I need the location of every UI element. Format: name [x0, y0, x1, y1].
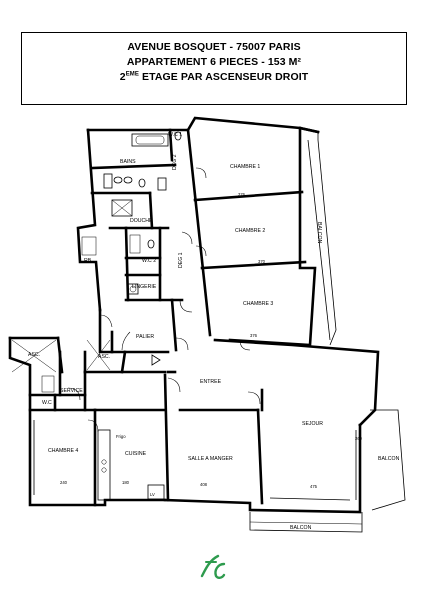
- label-entree: ENTREE: [200, 379, 222, 385]
- label-wc-2: W.C 2: [142, 258, 156, 264]
- apartment-line: APPARTEMENT 6 PIECES - 153 M²: [126, 56, 302, 68]
- label-chambre-3: CHAMBRE 3: [243, 301, 273, 307]
- label-douche: DOUCHE: [130, 218, 153, 224]
- label-balcon-1: BALCON: [316, 222, 322, 244]
- label-rb: RB: [84, 258, 92, 264]
- label-frigo: Frigo: [116, 434, 126, 439]
- dim-sejour-side: 260: [355, 436, 363, 441]
- logo-mark-icon: [200, 554, 226, 579]
- label-sejour: SEJOUR: [302, 421, 323, 427]
- label-balcon-3: BALCON: [290, 525, 312, 531]
- dim-chambre-3: 376: [250, 333, 258, 338]
- floor-description: ETAGE PAR ASCENSEUR DROIT: [139, 71, 309, 83]
- floor-number: 2: [119, 71, 126, 83]
- dim-chambre-2: 370: [258, 259, 266, 264]
- label-lingerie: LINGERIE: [132, 284, 157, 290]
- floor-line: 2EME ETAGE PAR ASCENSEUR DROIT: [22, 70, 406, 85]
- label-wc-3: W.C: [42, 400, 52, 406]
- dim-sejour: 475: [310, 484, 318, 489]
- label-bains: BAINS: [120, 159, 136, 165]
- dimensions: 376 240 180 408 475 260 370 376: [60, 192, 363, 489]
- label-chambre-2: CHAMBRE 2: [235, 228, 265, 234]
- label-deg-1: DEG 1: [178, 252, 184, 268]
- label-cuisine: CUISINE: [125, 451, 147, 457]
- label-salle-a-manger: SALLE A MANGER: [188, 456, 233, 462]
- address-line: AVENUE BOSQUET - 75007 PARIS: [127, 41, 301, 53]
- label-asc-2: ASC.: [98, 354, 110, 360]
- title-block: AVENUE BOSQUET - 75007 PARIS APPARTEMENT…: [21, 32, 407, 105]
- balconies: [249, 132, 406, 533]
- label-wc-1: W.C 1: [168, 132, 182, 138]
- dim-chambre-1: 376: [238, 192, 246, 197]
- label-service: SERVICE: [60, 388, 83, 394]
- tc-logo: [196, 550, 228, 582]
- label-asc-1: ASC.: [28, 352, 40, 358]
- floor-superscript: EME: [125, 71, 139, 78]
- label-deg-2: DEG 2: [172, 154, 178, 170]
- fixtures: [11, 131, 357, 501]
- label-lv: LV: [150, 492, 155, 497]
- label-chambre-1: CHAMBRE 1: [230, 164, 260, 170]
- dim-chambre-4: 240: [60, 480, 68, 485]
- doors: [67, 167, 261, 433]
- label-chambre-4: CHAMBRE 4: [48, 448, 78, 454]
- label-palier: PALIER: [136, 334, 154, 340]
- interior-walls: [28, 128, 307, 507]
- dim-salle: 408: [200, 482, 208, 487]
- dim-cuisine: 180: [122, 480, 130, 485]
- room-labels: CHAMBRE 1 CHAMBRE 2 CHAMBRE 3 CHAMBRE 4 …: [28, 132, 400, 531]
- label-balcon-2: BALCON: [378, 456, 400, 462]
